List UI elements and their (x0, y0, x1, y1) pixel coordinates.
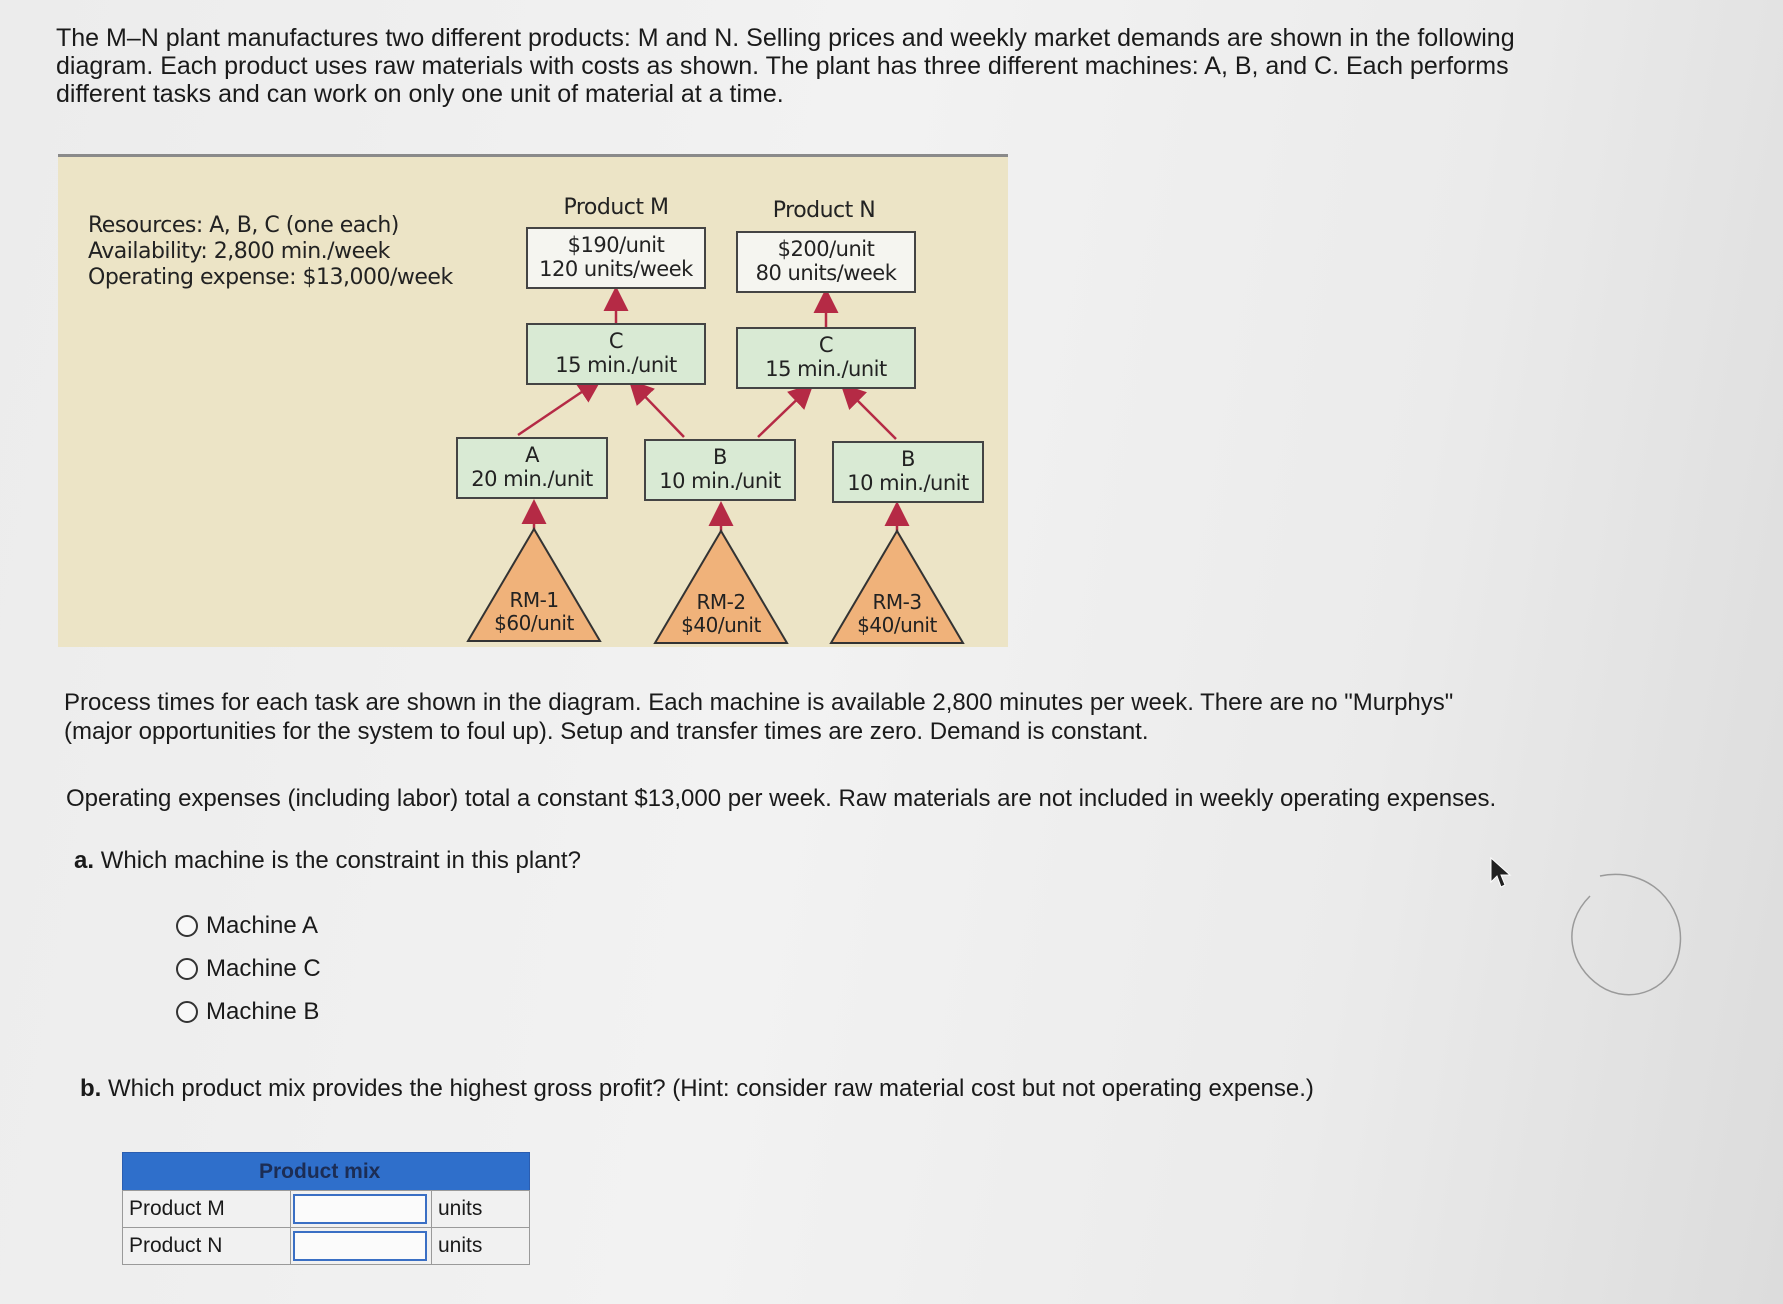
arrow (840, 383, 897, 440)
table-row: Product M units (122, 1190, 530, 1228)
machine-c-left-box: C 15 min./unit (526, 323, 706, 385)
pen-scribble-circle (1571, 873, 1682, 996)
radio-button[interactable] (176, 1001, 198, 1023)
rm1-cost: $60/unit (494, 611, 574, 635)
rm1-triangle (466, 527, 602, 642)
operating-expense-label: Operating expense: $13,000/week (88, 265, 453, 290)
rm2-triangle (653, 529, 789, 644)
availability-label: Availability: 2,800 min./week (88, 239, 390, 264)
machine-b-right-time: 10 min./unit (847, 471, 969, 495)
product-m-unit-label: units (431, 1190, 530, 1228)
option-machine-c[interactable]: Machine C (176, 955, 321, 983)
question-a-text: Which machine is the constraint in this … (100, 847, 581, 874)
product-m-title: Product M (563, 195, 669, 220)
product-m-box: $190/unit 120 units/week (526, 227, 706, 289)
process-times-paragraph: Process times for each task are shown in… (64, 688, 1724, 746)
rm3-triangle (829, 529, 965, 644)
rm2-label: RM-2 $40/unit (661, 591, 781, 637)
process-line: Process times for each task are shown in… (64, 689, 1454, 716)
machine-b-mid-time: 10 min./unit (659, 469, 781, 493)
product-n-price: $200/unit (777, 237, 875, 261)
machine-c-right-box: C 15 min./unit (736, 327, 916, 389)
question-a: a. Which machine is the constraint in th… (74, 846, 581, 875)
product-n-units-input[interactable] (293, 1231, 427, 1261)
machine-b-mid-box: B 10 min./unit (644, 439, 796, 501)
rm3-cost: $40/unit (857, 613, 937, 637)
arrow (757, 383, 814, 438)
intro-line: diagram. Each product uses raw materials… (56, 52, 1509, 80)
product-m-price: $190/unit (567, 233, 665, 257)
process-flow-diagram: Resources: A, B, C (one each) Availabili… (58, 154, 1008, 647)
product-n-box: $200/unit 80 units/week (736, 231, 916, 293)
question-a-label: a. (74, 847, 95, 874)
rm2-cost: $40/unit (681, 613, 761, 637)
intro-line: The M–N plant manufactures two different… (56, 24, 1515, 52)
machine-c-left-time: 15 min./unit (555, 353, 677, 377)
machine-b-right-label: B (901, 447, 915, 471)
machine-c-left-label: C (608, 329, 624, 353)
arrow (628, 379, 685, 438)
rm2-name: RM-2 (696, 590, 746, 614)
resources-label: Resources: A, B, C (one each) (88, 213, 399, 238)
product-n-title: Product N (772, 198, 876, 223)
table-row: Product N units (122, 1227, 530, 1265)
mouse-pointer-icon (1490, 856, 1512, 888)
rm1-name: RM-1 (509, 588, 559, 612)
product-m-units-input[interactable] (293, 1194, 427, 1224)
option-machine-b[interactable]: Machine B (176, 998, 319, 1026)
machine-c-right-time: 15 min./unit (765, 357, 887, 381)
intro-paragraph: The M–N plant manufactures two different… (56, 24, 1696, 108)
option-label: Machine A (206, 912, 319, 939)
product-m-row-label: Product M (122, 1190, 291, 1228)
radio-button[interactable] (176, 958, 198, 980)
radio-button[interactable] (176, 915, 198, 937)
product-n-unit-label: units (431, 1227, 530, 1265)
question-b-label: b. (80, 1075, 102, 1102)
rm1-label: RM-1 $60/unit (474, 589, 594, 635)
option-machine-a[interactable]: Machine A (176, 912, 318, 940)
intro-line: different tasks and can work on only one… (56, 80, 784, 108)
product-mix-header-row: Product mix (122, 1152, 530, 1191)
machine-c-right-label: C (818, 333, 834, 357)
rm3-label: RM-3 $40/unit (837, 591, 957, 637)
machine-b-right-box: B 10 min./unit (832, 441, 984, 503)
option-label: Machine B (206, 998, 320, 1025)
process-line: (major opportunities for the system to f… (64, 718, 1149, 745)
diagram-connectors (466, 286, 965, 644)
machine-a-label: A (525, 443, 539, 467)
machine-b-mid-label: B (713, 445, 727, 469)
question-b: b. Which product mix provides the highes… (80, 1074, 1680, 1103)
product-mix-table: Product mix Product M units Product N un… (122, 1152, 530, 1265)
product-mix-header: Product mix (259, 1159, 381, 1183)
rm3-name: RM-3 (872, 590, 922, 614)
product-n-demand: 80 units/week (755, 261, 897, 285)
option-label: Machine C (206, 955, 321, 982)
machine-a-time: 20 min./unit (471, 467, 593, 491)
operating-expense-paragraph: Operating expenses (including labor) tot… (66, 785, 1497, 812)
product-m-demand: 120 units/week (539, 257, 693, 281)
machine-a-box: A 20 min./unit (456, 437, 608, 499)
product-n-row-label: Product N (122, 1227, 291, 1265)
arrow (517, 378, 603, 437)
question-b-text: Which product mix provides the highest g… (108, 1075, 1314, 1102)
